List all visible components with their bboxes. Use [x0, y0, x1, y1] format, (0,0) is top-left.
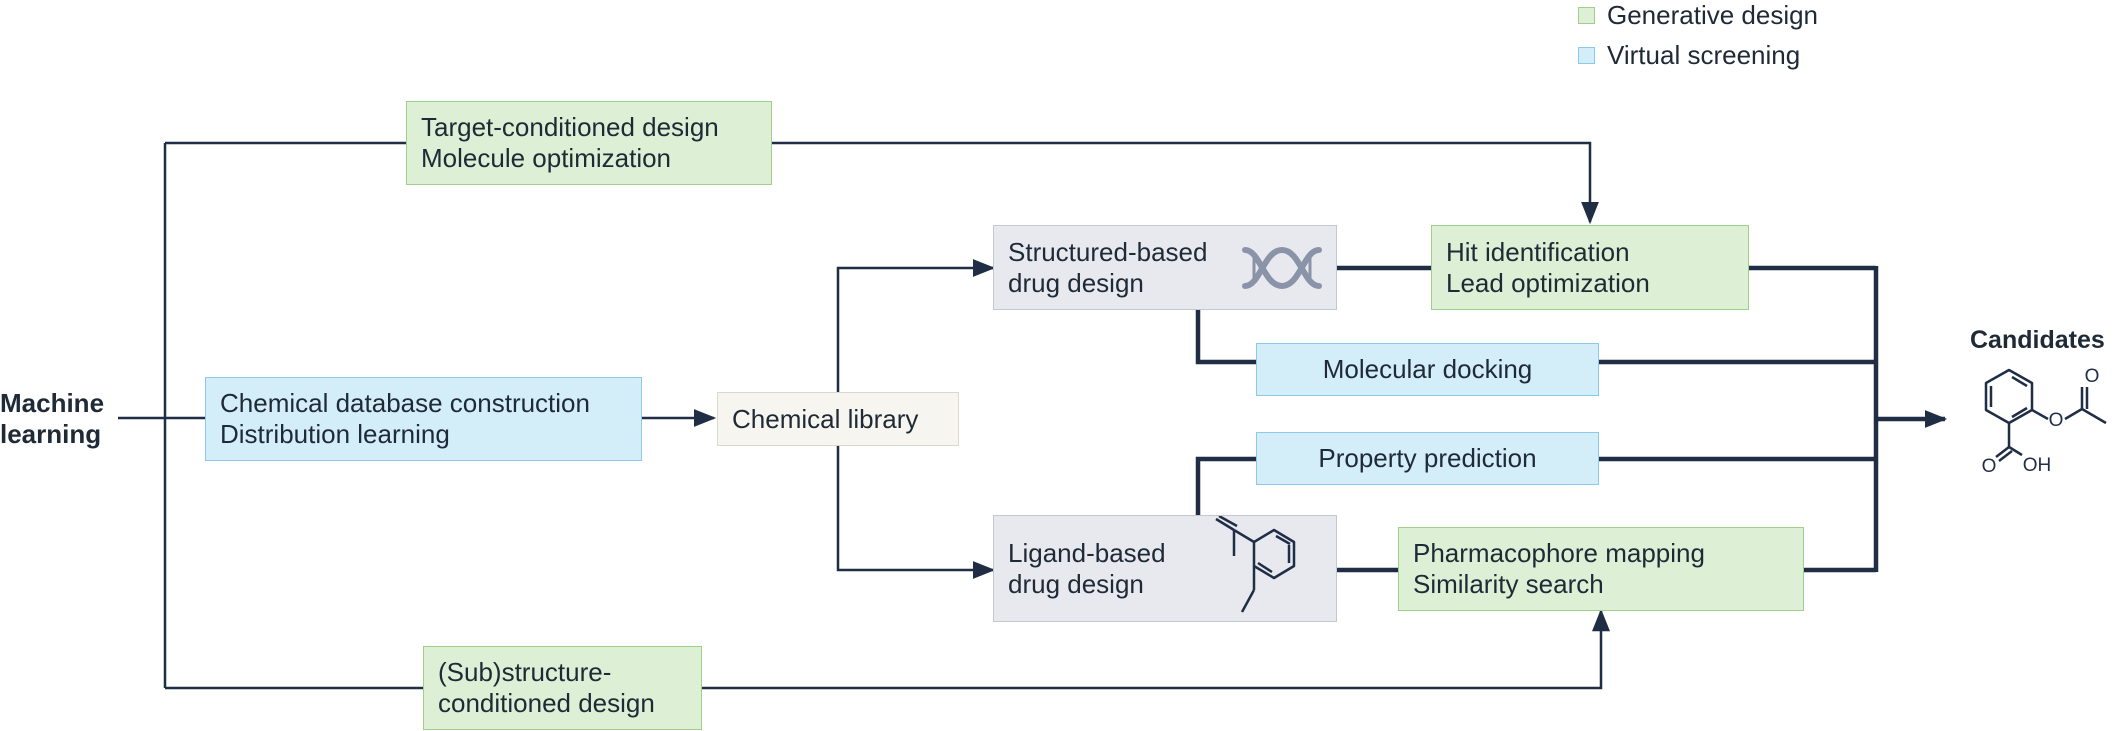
- pharmacophore-line-1: Pharmacophore mapping: [1413, 538, 1705, 568]
- structure-based-box: Structured-based drug design: [993, 225, 1337, 310]
- hit-identification-box: Hit identification Lead optimization: [1431, 225, 1749, 310]
- target-conditioned-box: Target-conditioned design Molecule optim…: [406, 101, 772, 185]
- machine-learning-label: Machine learning: [0, 388, 104, 450]
- machine-learning-line-2: learning: [0, 419, 102, 449]
- structure-based-line-2: drug design: [1008, 267, 1144, 298]
- target-conditioned-line-1: Target-conditioned design: [421, 112, 719, 142]
- ketone-oxygen-label: O: [2085, 366, 2100, 387]
- ligand-molecule-icon: [1215, 516, 1296, 613]
- hydroxyl-label: OH: [2023, 455, 2052, 476]
- substructure-line-1: (Sub)structure-: [438, 657, 612, 687]
- target-conditioned-line-2: Molecule optimization: [421, 143, 672, 173]
- property-prediction-box: Property prediction: [1256, 432, 1599, 485]
- molecular-docking-label: Molecular docking: [1322, 354, 1533, 384]
- hit-identification-line-1: Hit identification: [1446, 236, 1630, 267]
- substructure-line-2: conditioned design: [438, 688, 655, 718]
- molecular-docking-box: Molecular docking: [1256, 343, 1599, 396]
- legend-virtual-screening: Virtual screening: [1578, 40, 1800, 71]
- chemical-database-line-1: Chemical database construction: [220, 388, 590, 418]
- property-prediction-label: Property prediction: [1318, 443, 1537, 473]
- dna-helix-icon: [1242, 246, 1322, 290]
- hit-identification-line-2: Lead optimization: [1446, 267, 1650, 298]
- library-to-ligand-arrow: [836, 446, 996, 579]
- ligand-based-line-2: drug design: [1008, 568, 1144, 599]
- ester-oxygen-label: O: [2049, 410, 2064, 431]
- structure-to-docking-line: [1195, 310, 1256, 365]
- substructure-conditioned-box: (Sub)structure- conditioned design: [423, 646, 702, 730]
- candidates-label: Candidates: [1970, 326, 2105, 354]
- legend-virtual-label: Virtual screening: [1607, 40, 1801, 70]
- library-to-structure-arrow: [836, 259, 996, 392]
- chemical-library-box: Chemical library: [717, 392, 959, 446]
- aspirin-molecule-icon: O O O OH: [1982, 366, 2107, 477]
- chemical-library-label: Chemical library: [732, 403, 919, 434]
- legend-virtual-swatch: [1578, 47, 1595, 64]
- structure-based-line-1: Structured-based: [1008, 236, 1208, 267]
- chemical-database-box: Chemical database construction Distribut…: [205, 377, 642, 461]
- ligand-based-line-1: Ligand-based: [1008, 537, 1166, 568]
- ligand-to-property-line: [1195, 456, 1256, 515]
- pharmacophore-box: Pharmacophore mapping Similarity search: [1398, 527, 1804, 611]
- carbonyl-oxygen-label: O: [1982, 456, 1997, 477]
- legend-generative-label: Generative design: [1607, 0, 1819, 30]
- pharmacophore-line-2: Similarity search: [1413, 569, 1604, 599]
- legend-generative-design: Generative design: [1578, 0, 1818, 31]
- machine-learning-line-1: Machine: [0, 388, 105, 418]
- chemical-database-line-2: Distribution learning: [220, 419, 450, 449]
- ligand-based-box: Ligand-based drug design: [993, 515, 1337, 622]
- target-to-hit-arrow: [772, 141, 1599, 225]
- substructure-to-pharmacophore-arrow: [702, 608, 1610, 690]
- legend-generative-swatch: [1578, 7, 1595, 24]
